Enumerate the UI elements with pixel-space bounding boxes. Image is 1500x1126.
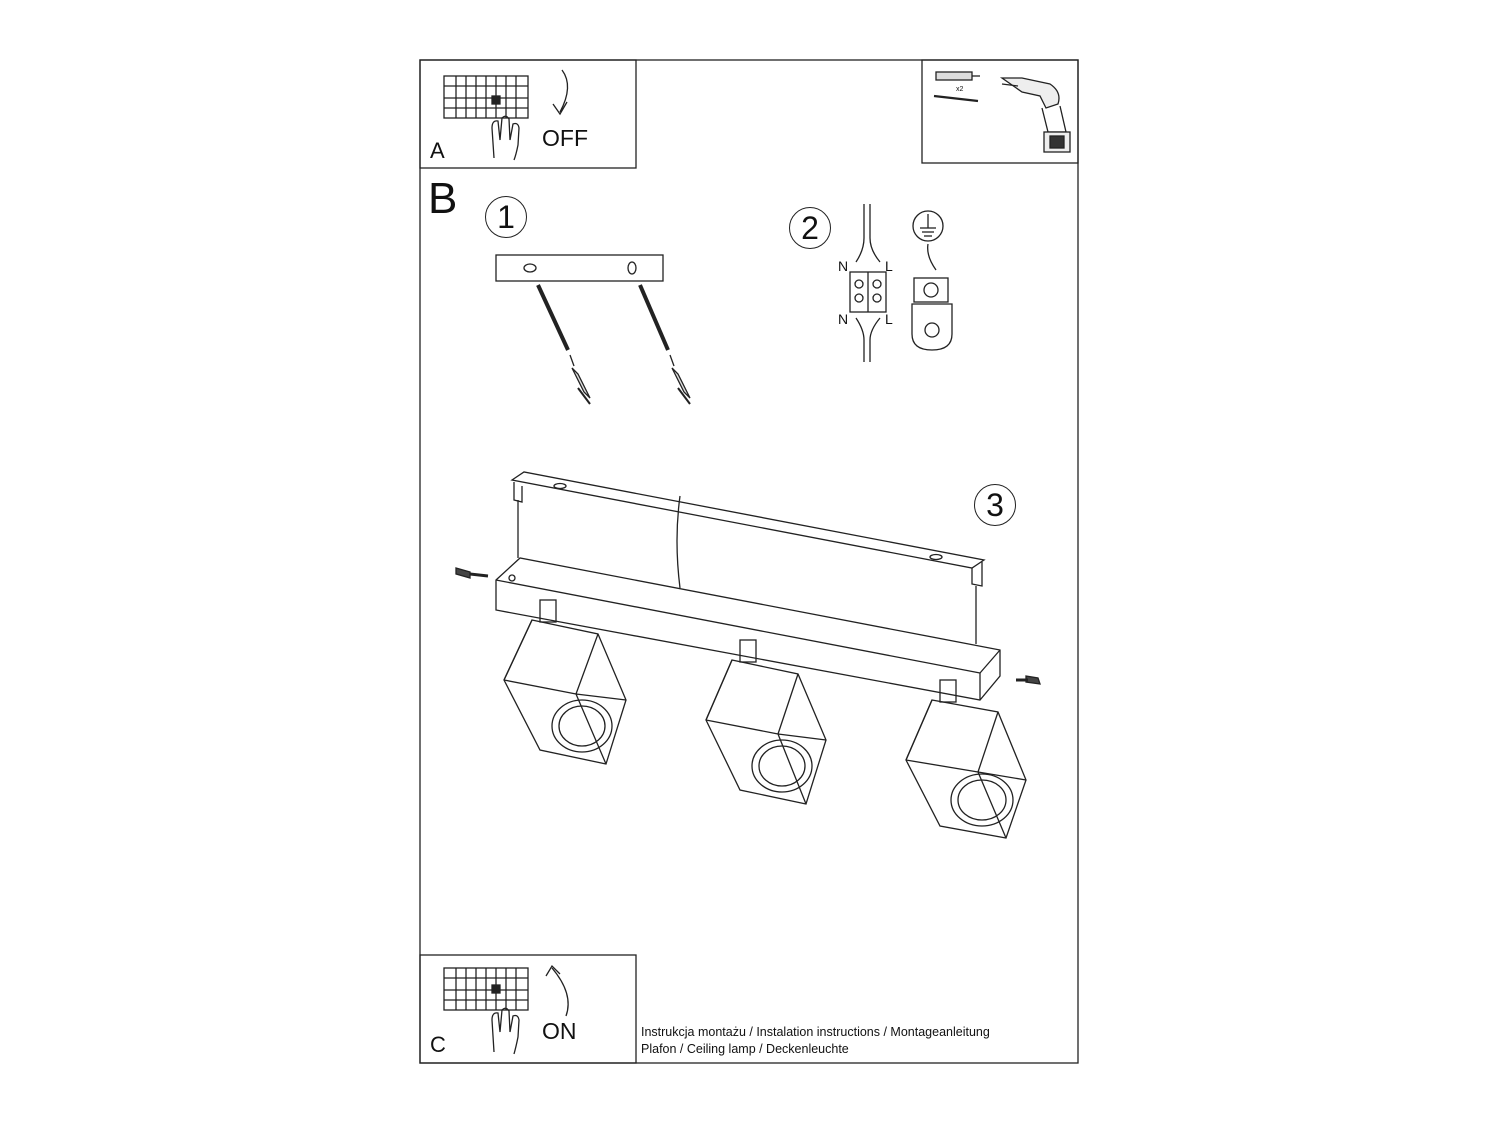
step-1-badge: 1 bbox=[485, 196, 527, 238]
panel-b-letter: B bbox=[428, 174, 458, 223]
off-label: OFF bbox=[542, 125, 588, 151]
breaker-box-icon-off bbox=[443, 75, 529, 119]
step-3-badge: 3 bbox=[974, 484, 1016, 526]
bracket-hole-left bbox=[523, 263, 537, 273]
hand-icon-on bbox=[491, 1007, 520, 1055]
quantity-label: x2 bbox=[956, 86, 964, 93]
screw-and-plug-right bbox=[638, 284, 691, 405]
wire-live-bottom: L bbox=[885, 311, 893, 327]
panel-a-letter: A bbox=[430, 138, 445, 163]
spotlight-1 bbox=[503, 599, 627, 765]
bracket-hole-right bbox=[627, 261, 637, 275]
panel-a-box bbox=[419, 59, 637, 169]
ceiling-bracket-3d bbox=[510, 471, 986, 644]
drill-icon bbox=[999, 77, 1071, 153]
terminal-block-icon bbox=[849, 204, 887, 362]
wire-neutral-bottom: N bbox=[838, 311, 849, 327]
spotlight-2 bbox=[705, 639, 827, 805]
ground-symbol-icon bbox=[912, 210, 944, 271]
tools-box bbox=[921, 59, 1079, 164]
breaker-box-icon-on bbox=[443, 967, 529, 1011]
mounting-bracket-flat bbox=[495, 254, 664, 282]
panel-c-box bbox=[419, 954, 637, 1064]
fixture-base-3d bbox=[495, 557, 1001, 701]
side-screw-left bbox=[455, 567, 489, 579]
wire-live-top: L bbox=[885, 258, 893, 274]
footer-line-2: Plafon / Ceiling lamp / Deckenleuchte bbox=[641, 1042, 849, 1056]
arrow-up-icon bbox=[545, 964, 569, 1017]
footer-line-1: Instrukcja montażu / Instalation instruc… bbox=[641, 1025, 990, 1039]
ground-clamp-icon bbox=[911, 277, 953, 351]
screw-and-plug-left bbox=[536, 284, 591, 405]
screw-icon bbox=[933, 94, 979, 103]
power-cable bbox=[676, 495, 681, 589]
hand-icon-off bbox=[491, 115, 520, 161]
spotlight-3 bbox=[905, 679, 1027, 839]
outer-frame bbox=[419, 59, 1079, 1064]
wire-neutral-top: N bbox=[838, 258, 849, 274]
step-2-badge: 2 bbox=[789, 207, 831, 249]
arrow-down-icon bbox=[552, 69, 569, 116]
panel-c-letter: C bbox=[430, 1032, 446, 1057]
side-screw-right bbox=[1016, 675, 1041, 685]
wall-plug-icon bbox=[935, 71, 980, 81]
on-label: ON bbox=[542, 1018, 577, 1044]
